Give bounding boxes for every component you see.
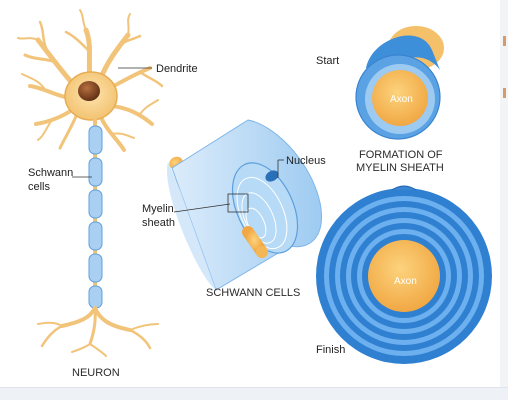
myelin-start [355, 26, 444, 140]
myelin-label-line1: Myelin [142, 203, 174, 215]
formation-title-line2: MYELIN SHEATH [356, 162, 444, 174]
myelinated-axon [88, 118, 103, 309]
axon-label-top: Axon [390, 94, 413, 105]
finish-label: Finish [316, 344, 345, 356]
axon-label-bottom: Axon [394, 276, 417, 287]
edge-mark [503, 88, 506, 98]
axon-core-start [372, 70, 428, 126]
neuron-nucleus [78, 81, 100, 101]
dendrite-label: Dendrite [156, 63, 198, 75]
bottom-edge-strip [0, 387, 508, 400]
schwann-cells-label-line2: cells [28, 181, 51, 193]
neuron-title: NEURON [72, 367, 120, 379]
edge-mark [503, 36, 506, 46]
schwann-cell [166, 119, 323, 291]
myelin-finish [316, 185, 492, 364]
myelin-label-line2: sheath [142, 217, 175, 229]
axon-core-finish [368, 240, 440, 312]
schwann-cells-label-line1: Schwann [28, 167, 73, 179]
schwann-cells-title: SCHWANN CELLS [206, 287, 300, 299]
axon-terminals [37, 306, 159, 357]
nucleus-label: Nucleus [286, 155, 326, 167]
right-edge-strip [500, 0, 508, 400]
neuron [17, 9, 164, 357]
myelin-pointer [173, 203, 231, 213]
schwann-nucleus [265, 170, 279, 182]
formation-title-line1: FORMATION OF [359, 149, 443, 161]
start-label: Start [316, 55, 339, 67]
